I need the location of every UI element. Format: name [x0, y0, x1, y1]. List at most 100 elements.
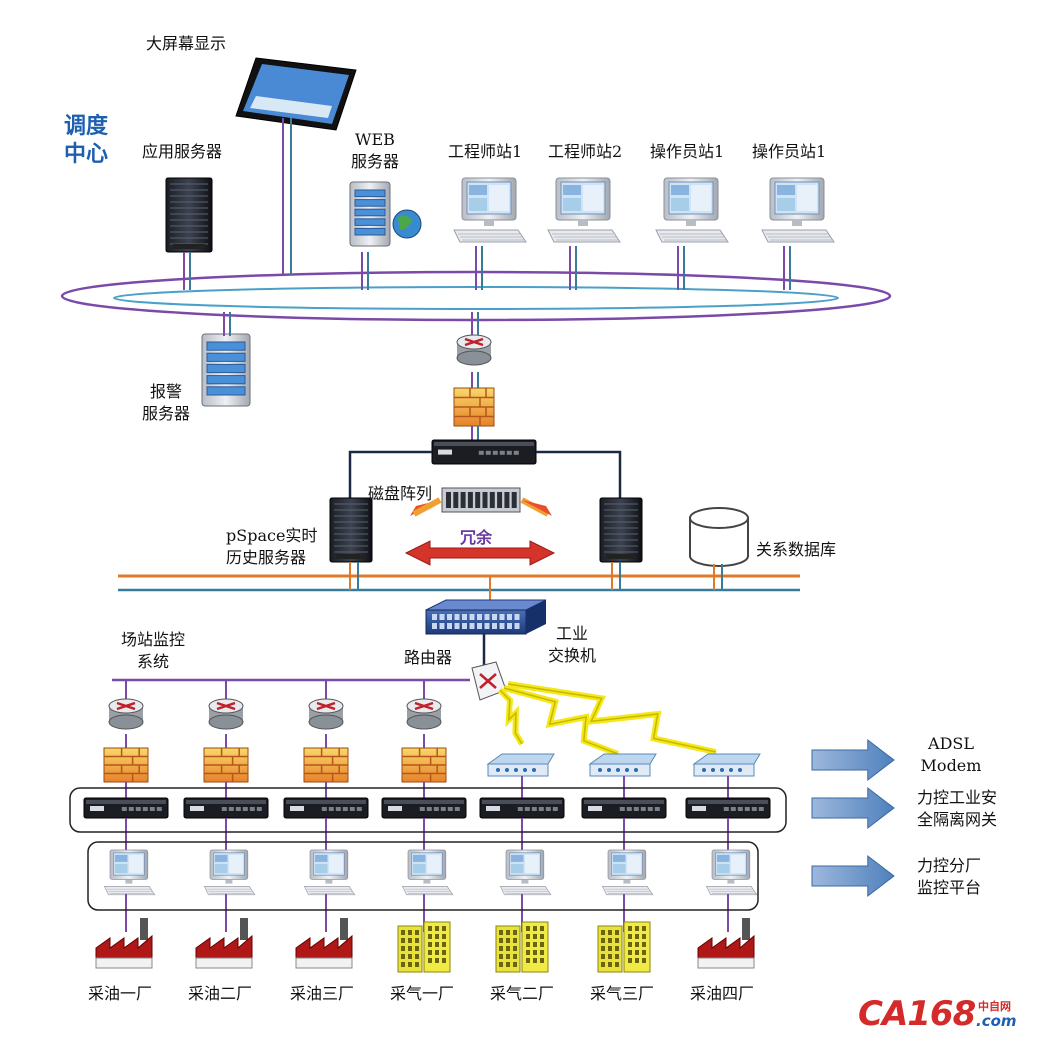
- industrial-switch-icon: [425, 599, 547, 635]
- web-server-label-1: WEB: [355, 130, 395, 149]
- network-ring-inner: [113, 286, 839, 310]
- eng-station-1-icon: [453, 177, 527, 243]
- gas-plant-icon: [495, 921, 549, 973]
- relational-db-label: 关系数据库: [756, 540, 837, 559]
- plant-platform-icon: [103, 849, 156, 896]
- legend-gateway-line1: 力控工业安: [916, 788, 997, 807]
- center-title-line1: 调度: [64, 114, 109, 139]
- plant-label: 采气三厂: [589, 984, 654, 1003]
- plant-platform-icon: [303, 849, 356, 896]
- op-station-2-label: 操作员站1: [752, 142, 827, 161]
- core-gateway-icon: [431, 439, 537, 465]
- alarm-server-label-1: 报警: [149, 382, 182, 401]
- column-router-icon: [308, 698, 344, 730]
- redundancy-arrow: [404, 540, 556, 566]
- legend-platform-line1: 力控分厂: [916, 856, 981, 875]
- plant-label: 采油一厂: [87, 984, 152, 1003]
- plant-platform-icon: [499, 849, 552, 896]
- plant-platform-icon: [203, 849, 256, 896]
- redundancy-link-left: [348, 450, 432, 520]
- eng-station-2-label: 工程师站2: [548, 142, 623, 161]
- sync-arrow-left: [412, 497, 442, 517]
- gas-plant-icon: [597, 921, 651, 973]
- column-firewall-icon: [203, 747, 249, 783]
- alarm-server-icon: [201, 333, 251, 407]
- eng-station-1-label: 工程师站1: [448, 142, 523, 161]
- legend-arrow-gateway: [811, 786, 895, 830]
- big-screen: [235, 57, 357, 131]
- factory-icon: [697, 918, 755, 969]
- eng-station-2-icon: [547, 177, 621, 243]
- station-monitor-label-1: 场站监控: [120, 630, 185, 649]
- wireless-link: [507, 683, 717, 753]
- isolation-gateway-icon: [83, 797, 169, 819]
- station-monitor-label-2: 系统: [136, 652, 169, 671]
- factory-icon: [295, 918, 353, 969]
- plant-platform-icon: [705, 849, 758, 896]
- legend-arrow-adsl: [811, 738, 895, 782]
- legend-platform-line2: 监控平台: [916, 878, 981, 897]
- isolation-gateway-icon: [381, 797, 467, 819]
- legend-arrow-platform: [811, 854, 895, 898]
- isolation-gateway-icon: [283, 797, 369, 819]
- adsl-modem-icon: [588, 753, 657, 777]
- router-label: 路由器: [404, 648, 453, 667]
- column-firewall-icon: [303, 747, 349, 783]
- redundancy-link-right: [536, 450, 622, 520]
- watermark-brand: CA168: [858, 994, 976, 1034]
- pspace-server-right-icon: [599, 497, 643, 563]
- plant-platform-icon: [401, 849, 454, 896]
- pspace-server-left-icon: [329, 497, 373, 563]
- adsl-modem-icon: [486, 753, 555, 777]
- industrial-switch-label-2: 交换机: [547, 646, 596, 665]
- legend-adsl-line1: ADSL: [928, 734, 974, 753]
- web-server-icon: [349, 181, 391, 247]
- wireless-link: [503, 687, 619, 755]
- plant-label: 采气二厂: [489, 984, 554, 1003]
- legend-adsl-line2: Modem: [920, 756, 982, 775]
- disk-array-label: 磁盘阵列: [368, 484, 433, 503]
- plant-platform-icon: [601, 849, 654, 896]
- gas-plant-icon: [397, 921, 451, 973]
- wireless-link: [507, 681, 717, 755]
- op-station-1-label: 操作员站1: [650, 142, 725, 161]
- column-firewall-icon: [103, 747, 149, 783]
- isolation-gateway-icon: [479, 797, 565, 819]
- wireless-link: [499, 689, 523, 745]
- legend-gateway-line2: 全隔离网关: [916, 810, 997, 829]
- adsl-modem-icon: [692, 753, 761, 777]
- app-server-icon: [165, 177, 213, 253]
- center-title-line2: 中心: [64, 142, 109, 167]
- alarm-server-label-2: 服务器: [141, 404, 190, 423]
- sync-arrow-right: [520, 497, 550, 517]
- column-router-icon: [108, 698, 144, 730]
- pspace-label-2: 历史服务器: [226, 548, 307, 567]
- factory-icon: [195, 918, 253, 969]
- plant-label: 采油三厂: [289, 984, 354, 1003]
- plant-label: 采油二厂: [187, 984, 252, 1003]
- gateway-group-box: [69, 787, 787, 833]
- redundancy-label: 冗余: [460, 528, 493, 547]
- platform-group-box: [87, 841, 759, 911]
- web-server-label-2: 服务器: [350, 152, 399, 171]
- column-router-icon: [406, 698, 442, 730]
- op-station-1-icon: [655, 177, 729, 243]
- column-firewall-icon: [401, 747, 447, 783]
- isolation-gateway-icon: [685, 797, 771, 819]
- watermark-cn: 中自网: [978, 1000, 1011, 1013]
- disk-array-icon: [441, 487, 521, 513]
- globe-icon: [398, 215, 412, 230]
- isolation-gateway-icon: [581, 797, 667, 819]
- industrial-switch-label-1: 工业: [555, 624, 588, 643]
- relational-db-icon: [689, 507, 749, 567]
- app-server-label: 应用服务器: [142, 142, 223, 161]
- isolation-gateway-icon: [183, 797, 269, 819]
- pspace-label-1: pSpace实时: [226, 526, 318, 545]
- column-router-icon: [208, 698, 244, 730]
- plant-label: 采气一厂: [389, 984, 454, 1003]
- plant-label: 采油四厂: [689, 984, 754, 1003]
- core-firewall-icon: [453, 387, 495, 427]
- sync-arrow-right: [522, 500, 552, 516]
- factory-icon: [95, 918, 153, 969]
